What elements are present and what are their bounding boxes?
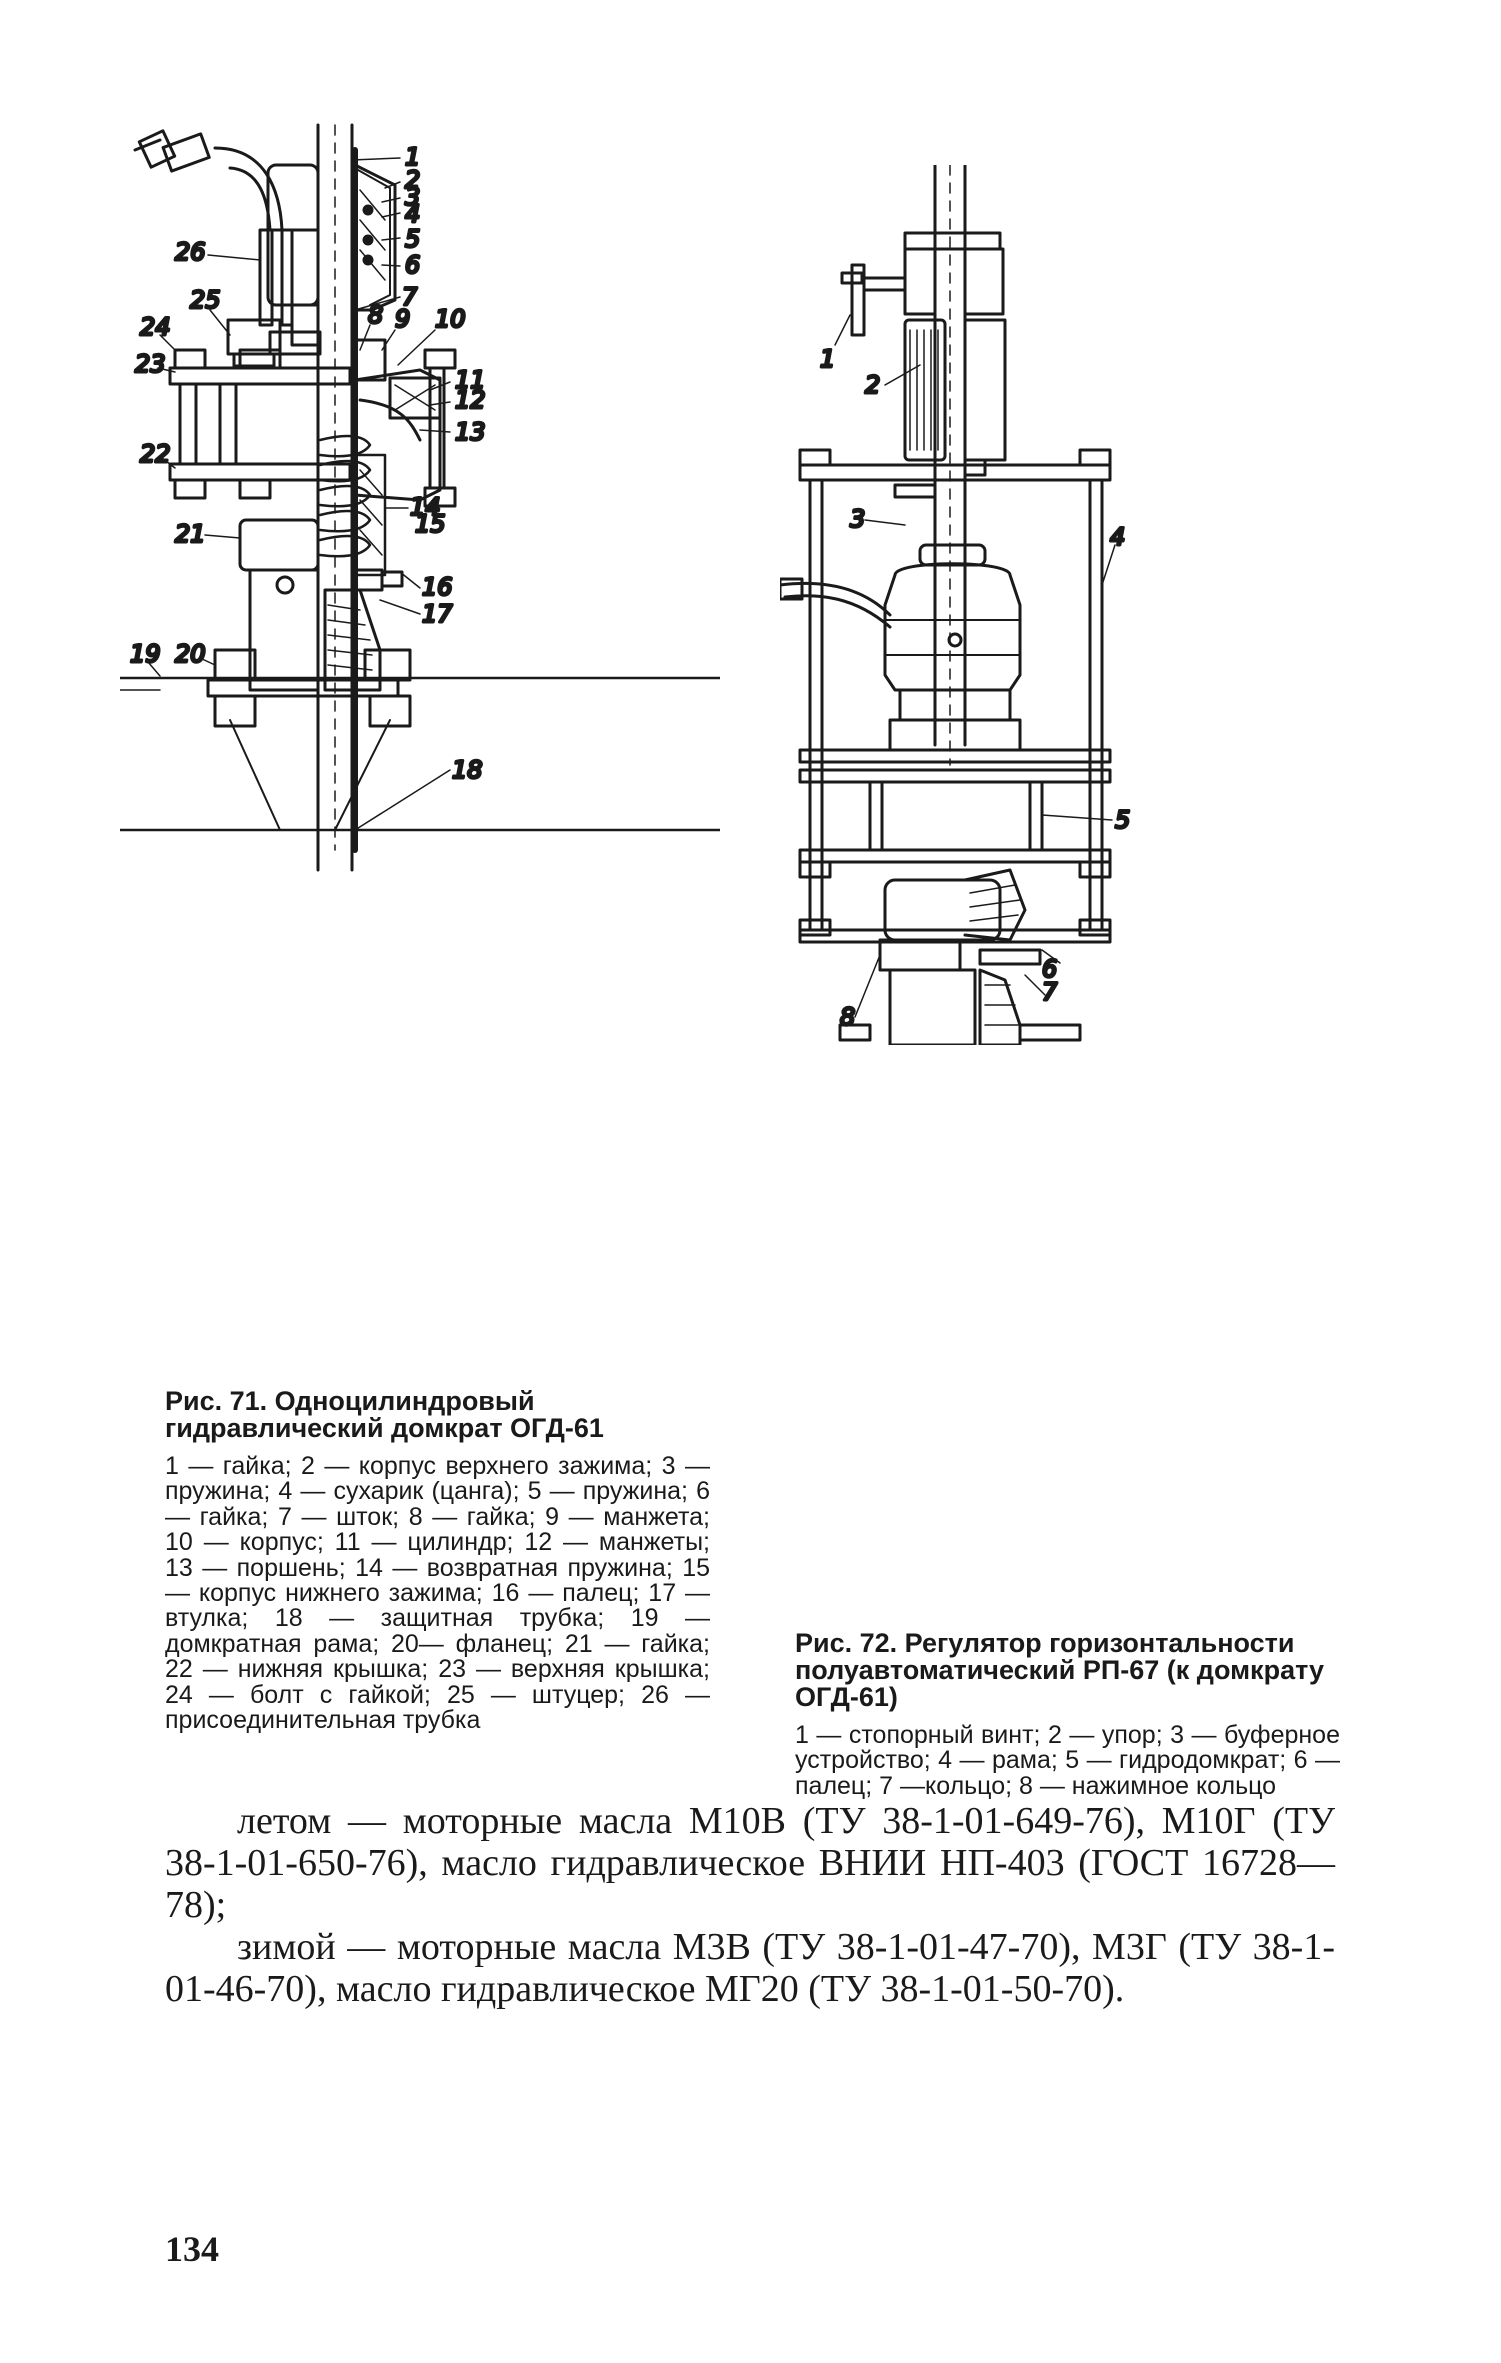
figure-72-caption-title: Рис. 72. Регулятор горизонтальности полу… <box>795 1628 1324 1712</box>
buffer-device-illustration <box>893 318 1007 499</box>
leader-lines <box>147 157 451 831</box>
figure-71-caption-title: Рис. 71. Одноцилиндровый гидравлический … <box>165 1386 604 1443</box>
body-paragraph-winter: зимой — моторные масла М3В (ТУ 38-1-01-4… <box>165 1926 1335 2010</box>
upper-clamp-illustration <box>266 163 397 347</box>
callout-8: 8 <box>368 301 383 329</box>
connecting-hose-illustration <box>133 129 294 368</box>
callout-16: 16 <box>422 573 453 601</box>
callout-14: 14 <box>410 493 441 521</box>
callout-8: 8 <box>840 1003 855 1031</box>
callout-26: 26 <box>175 238 206 266</box>
callout-17: 17 <box>422 600 453 628</box>
callout-2: 2 <box>865 371 880 399</box>
callout-21: 21 <box>175 520 206 548</box>
callout-6: 6 <box>1042 955 1057 983</box>
callout-6: 6 <box>405 251 420 279</box>
body-paragraph-summer: летом — моторные масла М10В (ТУ 38-1-01-… <box>165 1800 1335 1926</box>
cylinder-assembly-illustration <box>168 330 457 508</box>
flange-and-frame-illustration <box>120 648 720 832</box>
callout-20: 20 <box>175 640 206 668</box>
page-number: 134 <box>165 2229 219 2269</box>
figure-72-caption: Рис. 72. Регулятор горизонтальности полу… <box>795 1630 1340 1799</box>
callout-15: 15 <box>415 510 446 538</box>
callout-12: 12 <box>455 386 486 414</box>
return-spring-illustration <box>318 434 387 577</box>
callout-7: 7 <box>1042 978 1058 1006</box>
callout-23: 23 <box>135 350 166 378</box>
callout-1: 1 <box>405 143 420 171</box>
frame-illustration <box>798 448 1112 944</box>
callout-1: 1 <box>820 345 835 373</box>
stop-upor-illustration <box>840 231 1005 337</box>
callout-11: 11 <box>455 366 486 394</box>
lower-body-illustration <box>238 518 404 692</box>
leader-lines <box>834 314 1116 1018</box>
callout-19: 19 <box>130 640 161 668</box>
callout-3: 3 <box>405 183 420 211</box>
callout-3: 3 <box>850 505 865 533</box>
callout-25: 25 <box>190 286 221 314</box>
central-rod-illustration <box>316 123 358 872</box>
hydraulic-jack-illustration <box>780 543 1022 752</box>
callout-7: 7 <box>402 283 418 311</box>
lower-rings-illustration <box>838 868 1082 1045</box>
callout-13: 13 <box>455 418 486 446</box>
callout-18: 18 <box>452 756 483 784</box>
callout-4: 4 <box>1110 523 1125 551</box>
callout-10: 10 <box>435 305 466 333</box>
figure-71-drawing: 1 2 3 4 5 6 7 8 9 10 11 12 13 14 15 16 1… <box>120 110 720 880</box>
callout-5: 5 <box>405 225 420 253</box>
figure-71-caption: Рис. 71. Одноцилиндровый гидравлический … <box>165 1388 710 1733</box>
figure-72-drawing: 1 2 3 4 5 6 7 8 <box>780 165 1340 1045</box>
callout-4: 4 <box>405 200 420 228</box>
callout-2: 2 <box>405 166 420 194</box>
callout-9: 9 <box>395 305 410 333</box>
callout-22: 22 <box>140 440 171 468</box>
figure-72-caption-legend: 1 — стопорный винт; 2 — упор; 3 — буферн… <box>795 1721 1340 1800</box>
callout-24: 24 <box>140 313 171 341</box>
figure-71-caption-legend: 1 — гайка; 2 — корпус верхнего зажима; 3… <box>165 1452 710 1735</box>
body-text: летом — моторные масла М10В (ТУ 38-1-01-… <box>165 1800 1335 2010</box>
callout-5: 5 <box>1115 806 1130 834</box>
